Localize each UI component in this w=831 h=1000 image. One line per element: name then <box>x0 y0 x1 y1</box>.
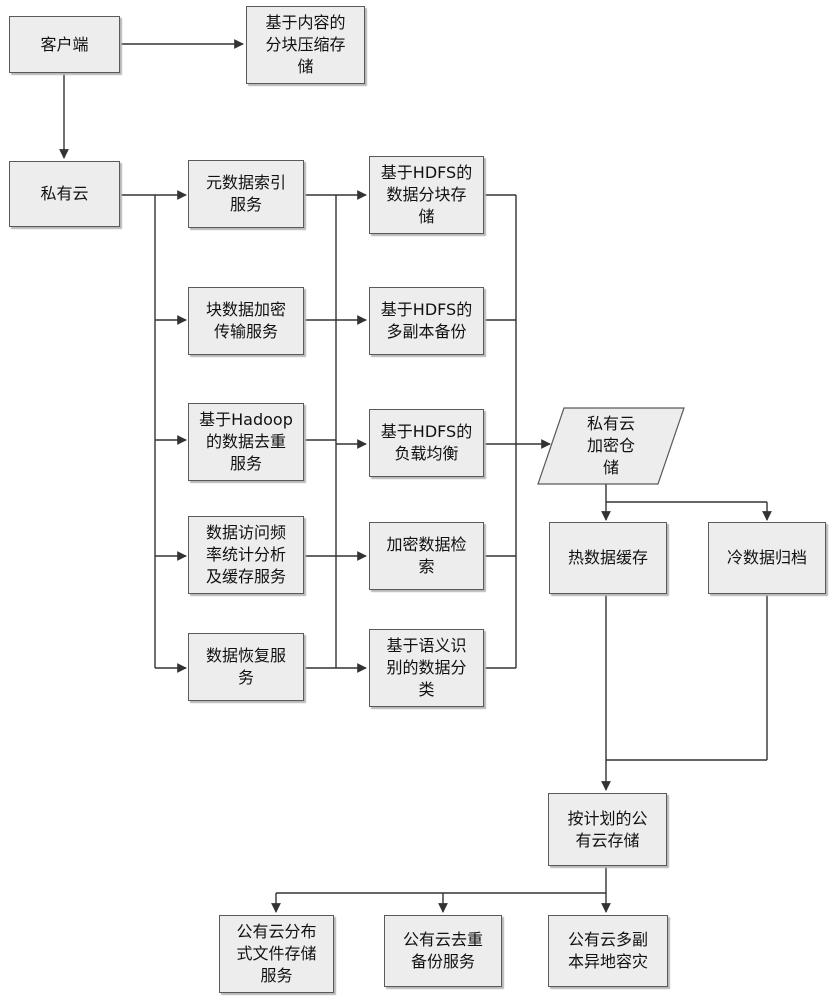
hot-data-cache-box: 热数据缓存 <box>549 522 667 594</box>
private-cloud-box: 私有云 <box>9 161 120 227</box>
content-block-storage-label: 基于内容的 分块压缩存 储 <box>265 13 346 76</box>
metadata-index-box: 元数据索引 服务 <box>188 160 304 228</box>
planned-public-storage-box: 按计划的公 有云存储 <box>548 793 667 866</box>
hdfs-load-balance-box: 基于HDFS的 负载均衡 <box>369 409 484 477</box>
access-frequency-box: 数据访问频 率统计分析 及缓存服务 <box>188 516 304 594</box>
client-box: 客户端 <box>9 16 120 73</box>
parallelogram-shape <box>537 407 685 485</box>
encrypted-search-box: 加密数据检 索 <box>369 522 484 590</box>
data-recovery-box: 数据恢复服 务 <box>188 633 304 701</box>
public-multi-replica-dr-box: 公有云多副 本异地容灾 <box>548 915 668 987</box>
hdfs-replica-backup-box: 基于HDFS的 多副本备份 <box>369 287 484 355</box>
hadoop-dedup-box: 基于Hadoop 的数据去重 服务 <box>188 403 304 481</box>
cold-data-archive-label: 冷数据归档 <box>726 548 807 567</box>
cold-data-archive-box: 冷数据归档 <box>708 522 826 594</box>
semantic-classification-label: 基于语义识 别的数据分 类 <box>386 636 467 699</box>
content-block-storage-box: 基于内容的 分块压缩存 储 <box>246 6 365 84</box>
access-frequency-label: 数据访问频 率统计分析 及缓存服务 <box>205 523 286 586</box>
semantic-classification-box: 基于语义识 别的数据分 类 <box>369 629 484 707</box>
private-cloud-label: 私有云 <box>40 184 89 203</box>
block-encryption-label: 块数据加密 传输服务 <box>205 300 286 341</box>
hdfs-load-balance-label: 基于HDFS的 负载均衡 <box>380 422 473 463</box>
public-multi-replica-dr-label: 公有云多副 本异地容灾 <box>567 930 648 971</box>
metadata-index-label: 元数据索引 服务 <box>205 173 286 214</box>
planned-public-storage-label: 按计划的公 有云存储 <box>567 808 648 850</box>
public-distributed-storage-box: 公有云分布 式文件存储 服务 <box>219 915 334 993</box>
client-label: 客户端 <box>40 34 89 54</box>
encrypted-search-label: 加密数据检 索 <box>386 535 467 576</box>
public-dedup-backup-label: 公有云去重 备份服务 <box>402 930 483 971</box>
hdfs-block-storage-label: 基于HDFS的 数据分块存 储 <box>380 163 473 226</box>
hdfs-replica-backup-label: 基于HDFS的 多副本备份 <box>380 300 473 341</box>
hot-data-cache-label: 热数据缓存 <box>567 548 648 567</box>
block-encryption-box: 块数据加密 传输服务 <box>188 287 304 355</box>
private-encrypted-warehouse-label: 私有云 加密仓 储 <box>586 414 635 477</box>
private-encrypted-warehouse-shape: 私有云 加密仓 储 <box>536 406 686 486</box>
data-recovery-label: 数据恢复服 务 <box>205 646 286 687</box>
hadoop-dedup-label: 基于Hadoop 的数据去重 服务 <box>199 410 293 473</box>
public-distributed-storage-label: 公有云分布 式文件存储 服务 <box>236 922 317 985</box>
public-dedup-backup-box: 公有云去重 备份服务 <box>384 915 502 987</box>
hdfs-block-storage-box: 基于HDFS的 数据分块存 储 <box>369 156 484 234</box>
